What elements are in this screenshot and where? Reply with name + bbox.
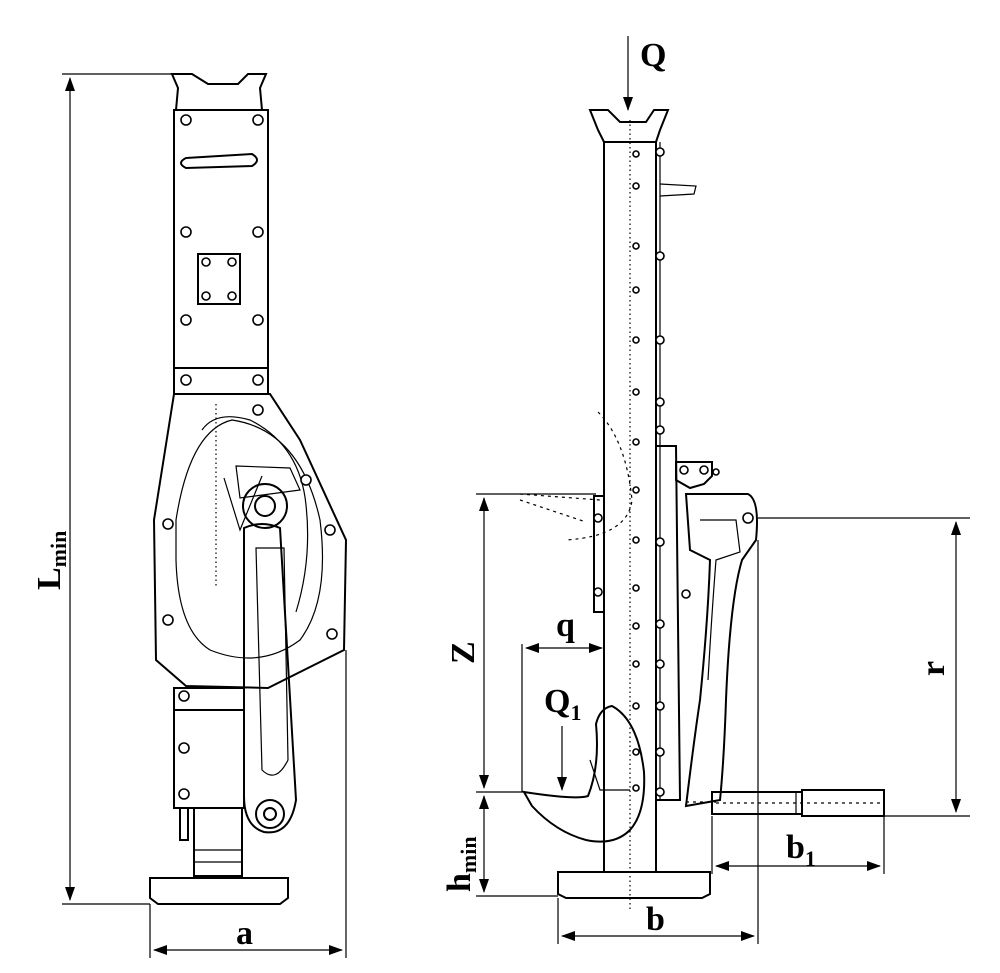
side-saddle <box>588 109 670 143</box>
lift-height-label: Z <box>445 641 482 664</box>
base-depth-label: b <box>646 901 665 938</box>
dim-base-depth: b <box>557 540 759 944</box>
front-view <box>149 73 348 905</box>
side-pawl <box>675 461 713 490</box>
base-width-label: a <box>236 915 253 952</box>
hook-load-arrow: Q1 <box>544 683 581 791</box>
crank-length-label: b1 <box>786 829 816 871</box>
side-crank <box>686 789 885 817</box>
front-center-plate <box>197 253 241 305</box>
dim-crank-length: b1 <box>711 816 885 874</box>
dim-lift-height: Z <box>445 493 596 793</box>
front-foot <box>149 877 289 905</box>
front-saddle <box>170 73 268 111</box>
min-hook-height-label: hmin <box>441 836 481 892</box>
dim-min-length: Lmin <box>31 73 172 905</box>
front-gear-hub <box>242 483 288 529</box>
hook-load-label: Q1 <box>544 683 581 725</box>
front-column <box>193 807 243 877</box>
min-length-label: Lmin <box>31 531 71 590</box>
load-arrow: Q <box>623 36 666 111</box>
side-rack-bolts <box>593 147 691 797</box>
dim-lever-radius: r <box>758 517 970 817</box>
hook-offset-label: q <box>556 607 575 644</box>
front-handle <box>243 523 298 834</box>
lever-radius-label: r <box>915 661 952 676</box>
front-rack-housing <box>173 109 269 369</box>
front-main-body <box>152 393 348 690</box>
side-hook <box>522 704 646 843</box>
front-slot <box>180 152 258 170</box>
load-label: Q <box>640 37 666 74</box>
dim-base-width: a <box>149 650 347 958</box>
dim-min-hook-height: hmin <box>441 795 558 897</box>
side-base <box>557 871 711 899</box>
side-view <box>519 109 885 912</box>
side-housing <box>593 495 605 613</box>
front-inner-contour <box>175 419 324 659</box>
front-bolts <box>162 114 338 800</box>
dim-hook-offset: q <box>521 607 603 792</box>
side-lever <box>684 493 758 808</box>
